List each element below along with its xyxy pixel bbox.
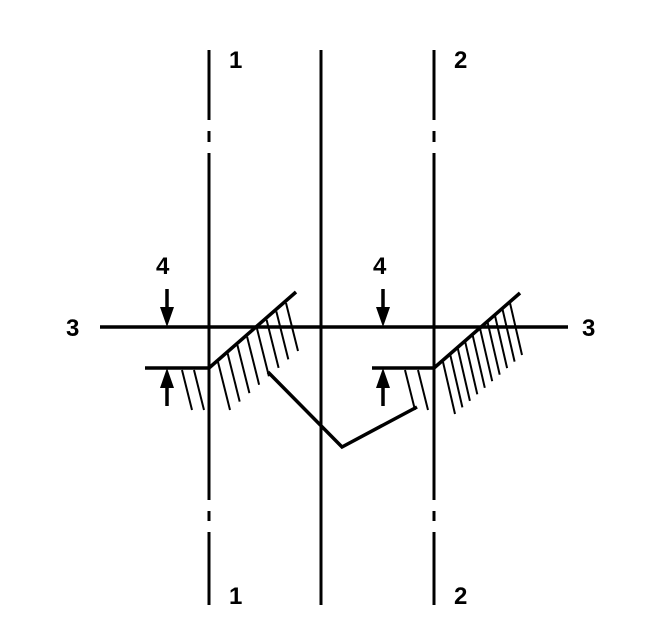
label-line2-bottom: 2 (454, 583, 467, 610)
hatch-stroke (442, 361, 456, 415)
hatch-stroke (449, 355, 464, 408)
hatch-stroke (181, 369, 193, 411)
hatch-stroke (226, 353, 241, 402)
right-hatching (404, 302, 523, 415)
label-line2-top: 2 (454, 47, 467, 74)
label-line1-top: 1 (229, 47, 242, 74)
left-hatching (181, 302, 299, 411)
hatch-stroke (486, 322, 501, 375)
label-dimension-4-right: 4 (373, 253, 387, 280)
hatch-stroke (404, 369, 416, 411)
v-leader-line (266, 370, 418, 450)
label-line3-left: 3 (66, 315, 79, 342)
hatch-stroke (456, 348, 471, 402)
hatch-stroke (479, 328, 494, 382)
dimension-4-right-arrows (376, 289, 390, 406)
hatch-stroke (471, 335, 486, 389)
hatch-stroke (494, 315, 509, 369)
hatch-stroke (236, 344, 251, 394)
hatch-stroke (509, 302, 523, 356)
hatch-stroke (246, 336, 261, 385)
hatch-stroke (501, 309, 516, 362)
hatch-stroke (417, 369, 429, 411)
hatch-stroke (193, 369, 205, 411)
left-tooth-profile (145, 290, 299, 411)
hatch-stroke (255, 328, 270, 377)
label-line3-right: 3 (582, 315, 595, 342)
hatch-stroke (285, 302, 299, 352)
hatch-stroke (265, 319, 280, 369)
label-line1-bottom: 1 (229, 583, 242, 610)
hatch-stroke (217, 361, 231, 411)
label-dimension-4-left: 4 (156, 253, 170, 280)
dimension-4-left-arrows (160, 289, 174, 406)
hatch-stroke (275, 311, 290, 360)
hatch-stroke (464, 342, 479, 395)
right-tooth-profile (372, 291, 523, 415)
